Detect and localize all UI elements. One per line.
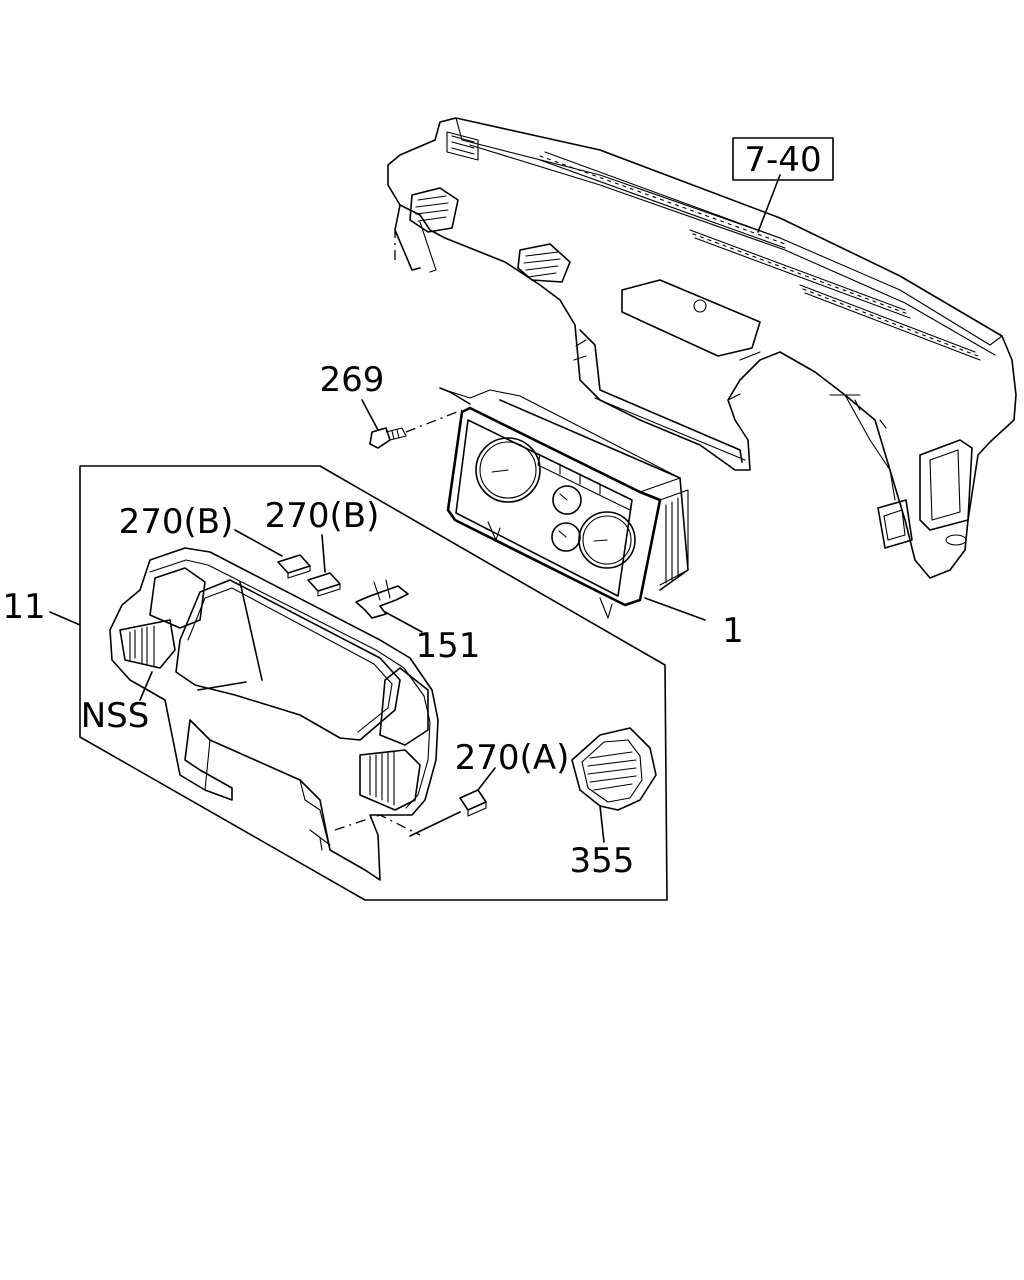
callout-11: 11 — [2, 587, 45, 627]
clip-270b-2 — [307, 534, 341, 597]
callout-270a: 270(A) — [455, 738, 570, 778]
reference-box-7-40: 7-40 — [732, 137, 834, 181]
screw-269: 269 — [320, 360, 463, 449]
callout-269: 269 — [320, 360, 385, 400]
meter-cluster — [439, 387, 706, 621]
callout-7-40: 7-40 — [744, 140, 821, 180]
assembly-outline-11 — [49, 465, 668, 901]
clip-270a — [459, 767, 496, 817]
callout-270b-2: 270(B) — [265, 496, 380, 536]
callout-151: 151 — [416, 626, 481, 666]
callout-270b-1: 270(B) — [119, 502, 234, 542]
cluster-bezel — [109, 547, 461, 881]
retainer-151 — [355, 579, 423, 633]
clip-270b-1 — [234, 529, 311, 579]
callout-nss: NSS — [81, 696, 150, 736]
callout-1: 1 — [722, 611, 744, 651]
air-vent-355 — [571, 727, 657, 843]
callout-355: 355 — [570, 841, 635, 881]
leader-nss — [139, 671, 153, 701]
dashboard-panel — [387, 117, 1017, 579]
